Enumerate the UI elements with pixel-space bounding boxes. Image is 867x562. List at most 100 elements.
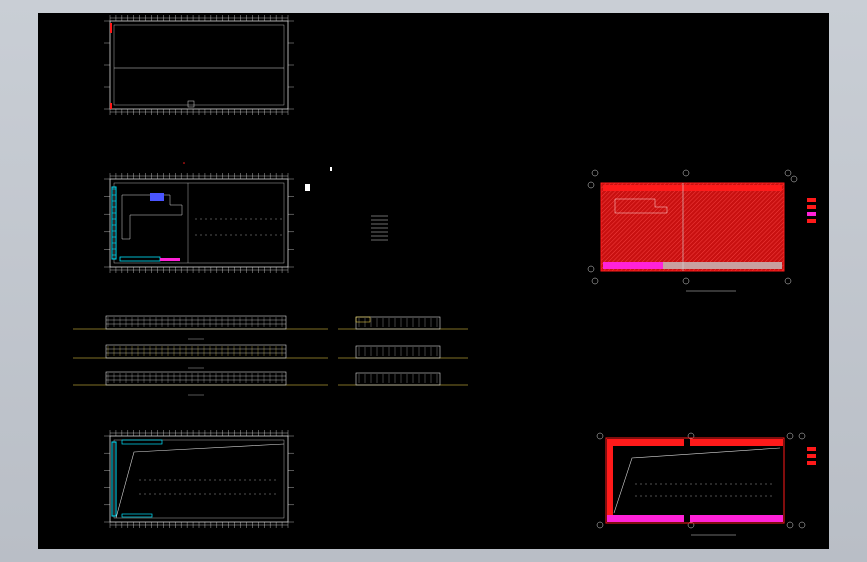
office-outline — [121, 194, 183, 240]
column-dot — [139, 493, 141, 495]
column-dot — [720, 495, 722, 497]
column-dot — [745, 483, 747, 485]
column-dot — [745, 495, 747, 497]
elevation-outline — [105, 371, 287, 386]
stair-strip — [111, 186, 117, 260]
roof-slope-line — [115, 443, 285, 519]
column-dot — [195, 218, 197, 220]
column-dot — [159, 479, 161, 481]
cad-drawing-canvas[interactable] — [38, 13, 829, 549]
column-dot — [210, 218, 212, 220]
column-dot — [740, 483, 742, 485]
column-dot — [715, 483, 717, 485]
column-dot — [214, 493, 216, 495]
column-dot — [205, 234, 207, 236]
column-dot — [235, 234, 237, 236]
column-dot — [264, 493, 266, 495]
column-dot — [270, 234, 272, 236]
column-dot — [244, 479, 246, 481]
axis-bubble — [786, 432, 794, 440]
column-dot — [184, 493, 186, 495]
column-dot — [209, 479, 211, 481]
column-dot — [750, 483, 752, 485]
column-dot — [705, 495, 707, 497]
axis-bubble — [591, 277, 599, 285]
column-dot — [225, 234, 227, 236]
column-dot — [670, 495, 672, 497]
column-dot — [685, 483, 687, 485]
column-dot — [735, 495, 737, 497]
column-dot — [660, 495, 662, 497]
column-dot — [280, 218, 282, 220]
column-dot — [260, 234, 262, 236]
column-dot — [224, 493, 226, 495]
zone-band-left — [607, 439, 613, 522]
column-dot — [199, 493, 201, 495]
column-dot — [675, 483, 677, 485]
office-outline — [614, 198, 668, 214]
column-dot — [174, 479, 176, 481]
column-dot — [209, 493, 211, 495]
yellow-detail — [355, 316, 371, 323]
column-dot — [194, 493, 196, 495]
marker — [110, 103, 112, 109]
marker-dot — [183, 162, 185, 164]
column-dot — [274, 479, 276, 481]
column-dot — [249, 493, 251, 495]
column-dot — [725, 483, 727, 485]
column-dot — [169, 479, 171, 481]
column-dot — [645, 483, 647, 485]
second-floor-plan — [104, 430, 294, 528]
column-dot — [660, 483, 662, 485]
axis-bubble — [798, 521, 806, 529]
zone-band-top — [603, 185, 782, 191]
elevation-outline — [355, 345, 441, 359]
column-dot — [685, 495, 687, 497]
axis-bubble — [798, 432, 806, 440]
fixtures — [121, 513, 153, 518]
column-dot — [219, 479, 221, 481]
column-dot — [280, 234, 282, 236]
column-dot — [184, 479, 186, 481]
roof-plan-top — [104, 15, 294, 115]
column-dot — [259, 479, 261, 481]
axis-bubble — [682, 277, 690, 285]
column-dot — [275, 234, 277, 236]
column-dot — [144, 493, 146, 495]
legend-swatch — [807, 219, 816, 223]
column-dot — [254, 493, 256, 495]
column-dot — [665, 495, 667, 497]
marker — [110, 23, 112, 33]
elevations-short — [338, 316, 468, 386]
zone-band-top — [607, 439, 783, 446]
legend-mark — [330, 167, 332, 171]
column-dot — [725, 495, 727, 497]
column-dot — [695, 495, 697, 497]
column-dot — [225, 218, 227, 220]
stair-strip — [111, 441, 117, 517]
fixtures — [119, 256, 161, 262]
column-dot — [740, 495, 742, 497]
column-dot — [255, 234, 257, 236]
legend-swatch — [807, 205, 816, 209]
column-dot — [230, 218, 232, 220]
blue-room — [150, 193, 164, 201]
plan-outline — [109, 435, 289, 523]
axis-bubble — [587, 265, 595, 273]
column-dot — [154, 479, 156, 481]
column-dot — [770, 483, 772, 485]
column-dot — [220, 218, 222, 220]
legend-swatch — [807, 461, 816, 465]
column-dot — [169, 493, 171, 495]
plan-outline — [109, 20, 289, 110]
column-dot — [730, 483, 732, 485]
elevation-outline — [355, 372, 441, 386]
column-dot — [665, 483, 667, 485]
column-dot — [205, 218, 207, 220]
column-dot — [189, 493, 191, 495]
column-dot — [655, 495, 657, 497]
column-dot — [149, 493, 151, 495]
column-dot — [705, 483, 707, 485]
column-dot — [650, 495, 652, 497]
column-dot — [760, 483, 762, 485]
